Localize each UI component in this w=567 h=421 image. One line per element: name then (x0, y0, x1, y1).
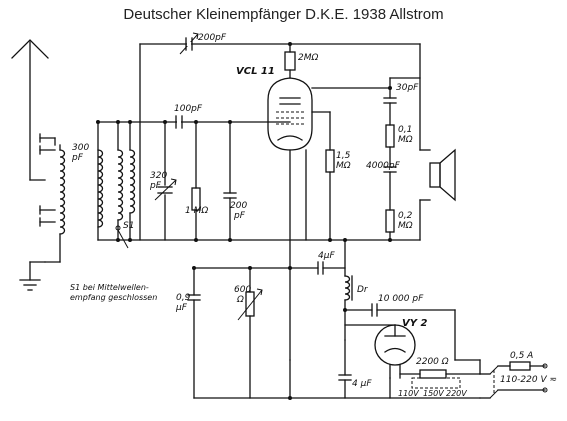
c-coupling-label: 4µF (318, 251, 335, 261)
c-antenna-variable (179, 32, 199, 55)
tuning-coils (96, 120, 421, 242)
c-tuning-value: 320 (150, 171, 167, 181)
r-heater (389, 369, 481, 399)
tap-150: 150V (423, 389, 444, 398)
mains-label: 110-220 V ≂ (500, 375, 557, 385)
c-smooth (338, 309, 481, 399)
r-fb1-unit: MΩ (398, 135, 413, 145)
r-heater-label: 2200 Ω (416, 357, 449, 367)
c-spk-label: 4000pF (366, 161, 401, 171)
ground-symbol (19, 261, 41, 291)
pot-600 (237, 266, 263, 399)
antenna-taps (29, 133, 56, 263)
r-leak (191, 120, 201, 242)
c-grid-label: 100pF (174, 104, 203, 114)
top-rail (139, 43, 421, 241)
c-filter-unit: µF (175, 303, 188, 313)
choke-dr (343, 238, 353, 341)
antenna-coil (44, 137, 66, 263)
c-antenna-value: 300 (72, 143, 89, 153)
r-fb1-value: 0,1 (398, 125, 412, 135)
c-rect-label: 10 000 pF (378, 294, 424, 304)
r-leak-label: 1 MΩ (185, 206, 208, 216)
c-filter-value: 0,9 (176, 293, 191, 303)
c-smooth-label: 4 µF (352, 379, 372, 389)
r-anode-label: 2MΩ (298, 53, 318, 63)
tap-110: 110V (398, 389, 419, 398)
fuse-label: 0,5 A (510, 351, 533, 361)
r-fb2-value: 0,2 (398, 211, 413, 221)
output-network (383, 43, 431, 242)
c-rect (343, 303, 456, 317)
c-grid (175, 115, 183, 129)
c-antenna-label: 200pF (198, 33, 227, 43)
r-fb2-unit: MΩ (398, 221, 413, 231)
c-bypass-value: 200 (230, 201, 247, 211)
schematic-title: Deutscher Kleinempfänger D.K.E. 1938 All… (123, 6, 444, 23)
r-grid-unit: MΩ (336, 161, 351, 171)
switch-s1 (115, 225, 129, 249)
switch-note-line1: S1 bei Mittelwellen- (70, 283, 149, 292)
c-antenna-unit: pF (71, 153, 84, 163)
tube-vy2 (344, 324, 416, 379)
c-bypass (223, 120, 237, 242)
switch-label: S1 (123, 221, 134, 231)
c-tuning (154, 120, 177, 241)
bottom-rails (187, 266, 481, 400)
c-coupling (288, 261, 346, 275)
tap-220: 220V (446, 389, 467, 398)
switch-note-line2: empfang geschlossen (70, 293, 157, 302)
choke-label: Dr (357, 285, 369, 295)
antenna-symbol (11, 39, 49, 181)
r-grid-value: 1,5 (336, 151, 351, 161)
c-bypass-unit: pF (233, 211, 246, 221)
mains-section (479, 359, 548, 399)
speaker-icon (429, 148, 456, 202)
c-tuning-unit: pF (149, 181, 162, 191)
r-grid (325, 111, 335, 242)
pot-value: 600 (234, 285, 251, 295)
pot-unit: Ω (236, 295, 244, 305)
tube-main-label: VCL 11 (236, 66, 275, 77)
tube-vcl11 (267, 42, 391, 361)
tube-rect-label: VY 2 (402, 318, 427, 329)
c-out-label: 30pF (396, 83, 419, 93)
